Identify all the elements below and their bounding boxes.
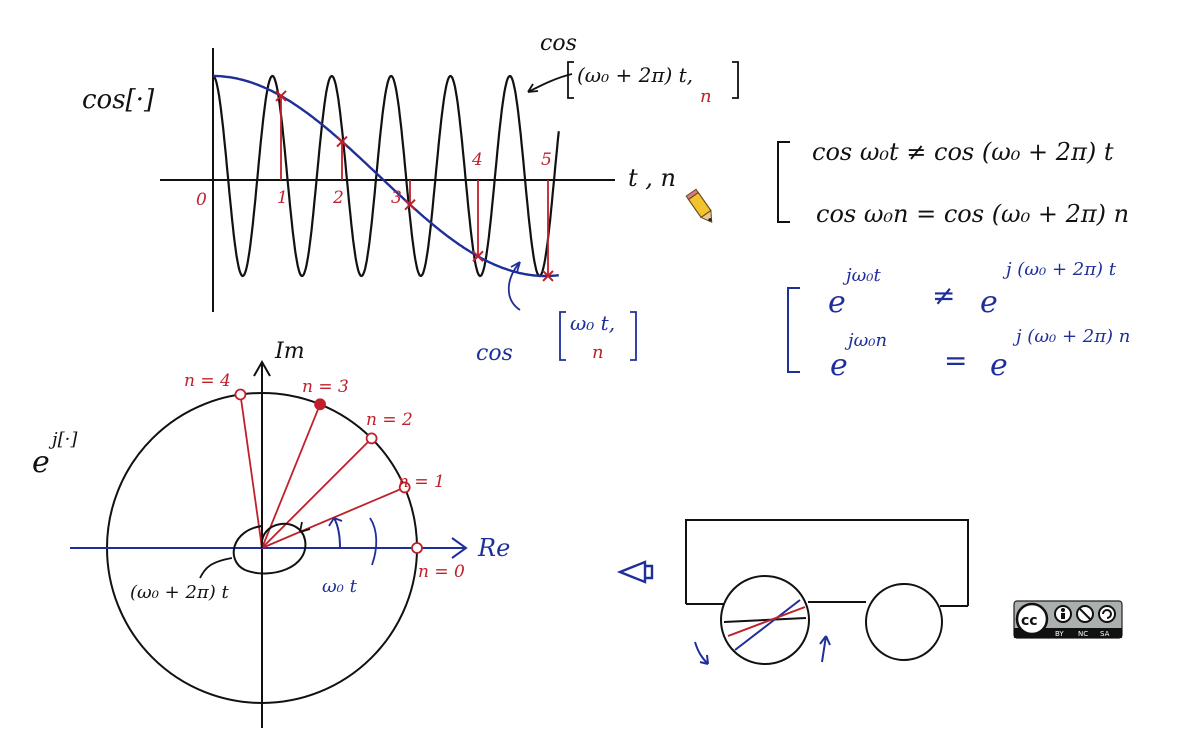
exp-disc-rhs-exponent: j (ω₀ + 2π) n: [1012, 326, 1130, 347]
front-wheel-rotation-arrow: [694, 641, 709, 665]
sample-cross: [404, 198, 416, 211]
fast-label-bracket-right: [732, 61, 739, 99]
fast-label-arg: (ω₀ + 2π) t,: [577, 63, 693, 87]
wagon-body: [685, 519, 969, 606]
plot-y-label: cos[·]: [82, 85, 155, 115]
pencil-icon: [685, 188, 713, 223]
fast-label-cos: cos: [540, 31, 577, 56]
point-label-n2: n = 2: [366, 410, 413, 430]
angle-label-pointer: [369, 517, 378, 566]
exp-cont-rhs-base: e: [980, 285, 998, 320]
slow-label-arg: ω₀ t,: [570, 311, 615, 335]
front-wheel-spoke-red: [727, 606, 806, 637]
circle-func-exponent: j[·]: [48, 429, 78, 450]
slow-label-n: n: [592, 342, 604, 363]
slow-label-bracket-right: [630, 311, 637, 361]
cc-nc-label: NC: [1078, 630, 1088, 638]
share-alike-icon: [1098, 605, 1116, 623]
tick-label-5: 5: [541, 150, 552, 170]
wagon-illustration: ⇦: [602, 519, 969, 665]
phasor-point-n1: [398, 481, 411, 494]
fast-label-pointer: [527, 73, 573, 93]
tick-label-3: 3: [391, 188, 402, 208]
sample-markers: [275, 90, 554, 282]
point-label-n4: n = 4: [184, 371, 231, 391]
cc-logo-icon: [1015, 602, 1049, 636]
phasor-point-n4: [234, 388, 247, 401]
cc-sa-label: SA: [1100, 630, 1110, 638]
point-label-n3: n = 3: [302, 377, 349, 397]
exp-equation-bracket: [787, 287, 800, 373]
point-label-n0: n = 0: [418, 562, 465, 582]
slow-label-cos: cos: [476, 341, 513, 366]
tick-label-0: 0: [196, 190, 207, 210]
tick-label-4: 4: [471, 150, 483, 170]
fast-label-arrowhead: [527, 83, 539, 93]
plot-x-label: t , n: [628, 164, 676, 192]
wrap-label: (ω₀ + 2π) t: [130, 582, 229, 603]
tick-label-1: 1: [277, 188, 288, 208]
phasor-point-n3: [314, 398, 326, 411]
front-wheel: [720, 575, 810, 665]
unit-circle-diagram: e j[·] Im Re ω₀ t (ω₀ + 2π) t n = 0 n = …: [32, 339, 510, 728]
sample-cross: [472, 250, 484, 263]
tick-label-2: 2: [332, 188, 344, 208]
rear-rotation-arrow: [821, 635, 827, 663]
cc-badge-strip: [1014, 628, 1122, 638]
point-label-n1: n = 1: [398, 472, 445, 492]
exp-disc-rhs-base: e: [990, 348, 1008, 383]
phasor-spoke-n2: [261, 437, 373, 549]
fast-cosine-curve: [212, 74, 560, 278]
cc-license-badge[interactable]: cc BY NC SA: [1013, 600, 1123, 639]
rear-wheel: [865, 583, 943, 661]
fast-label-bracket-left: [567, 61, 574, 99]
real-axis-arrowhead: [451, 537, 468, 559]
slow-label-arrowhead: [510, 261, 521, 273]
exp-cont-lhs-exponent: jω₀t: [842, 265, 881, 286]
phasor-point-n0: [411, 542, 423, 554]
cc-logo-text: cc: [1021, 613, 1038, 629]
angle-label: ω₀ t: [322, 576, 358, 597]
wrap-label-pointer: [199, 557, 233, 579]
slow-label-pointer: [507, 261, 521, 311]
front-wheel-axle: [723, 617, 807, 623]
cc-by-label: BY: [1055, 630, 1064, 638]
phasor-point-n2: [365, 432, 378, 445]
exp-cont-lhs-base: e: [828, 285, 846, 320]
cos-discrete-equation: cos ω₀n = cos (ω₀ + 2π) n: [816, 200, 1129, 228]
exp-cont-op: ≠: [932, 279, 955, 312]
exp-disc-op: =: [944, 344, 967, 377]
imag-axis-arrowhead: [253, 359, 271, 377]
rear-rotation-arrowhead: [819, 635, 831, 646]
slow-label-bracket-left: [559, 311, 566, 361]
cos-equation-bracket: [777, 141, 790, 223]
wrap-around-loop: [232, 522, 307, 575]
sample-cross: [336, 135, 348, 148]
phasor-spoke-n3: [261, 403, 321, 549]
slow-cosine-curve: [213, 74, 559, 278]
cosine-plot: cos[·] t , n 0 1 2 3 4 5 cos (ω₀ + 2π) t…: [82, 31, 739, 366]
phasor-spoke-n4: [239, 394, 263, 549]
wagon-arrow-glyph: ⇦: [602, 559, 627, 594]
exp-disc-lhs-base: e: [830, 348, 848, 383]
fast-label-n: n: [700, 86, 712, 107]
exp-disc-lhs-exponent: jω₀n: [844, 330, 887, 351]
hollow-left-arrow-icon: [616, 560, 654, 584]
sample-cross: [542, 270, 554, 282]
angle-arc-arrowhead: [328, 517, 343, 527]
wrap-arrowhead: [299, 521, 311, 533]
cos-continuous-equation: cos ω₀t ≠ cos (ω₀ + 2π) t: [812, 138, 1114, 166]
real-axis-label: Re: [477, 534, 510, 562]
front-wheel-rotation-arrowhead: [699, 654, 709, 665]
imag-axis-label: Im: [274, 339, 305, 364]
equations-block: cos ω₀t ≠ cos (ω₀ + 2π) t cos ω₀n = cos …: [777, 138, 1130, 383]
front-wheel-spoke-blue: [734, 599, 801, 651]
sample-cross: [275, 90, 287, 102]
exp-cont-rhs-exponent: j (ω₀ + 2π) t: [1002, 259, 1117, 280]
circle-func-base: e: [32, 445, 50, 480]
angle-arc: [333, 517, 341, 549]
